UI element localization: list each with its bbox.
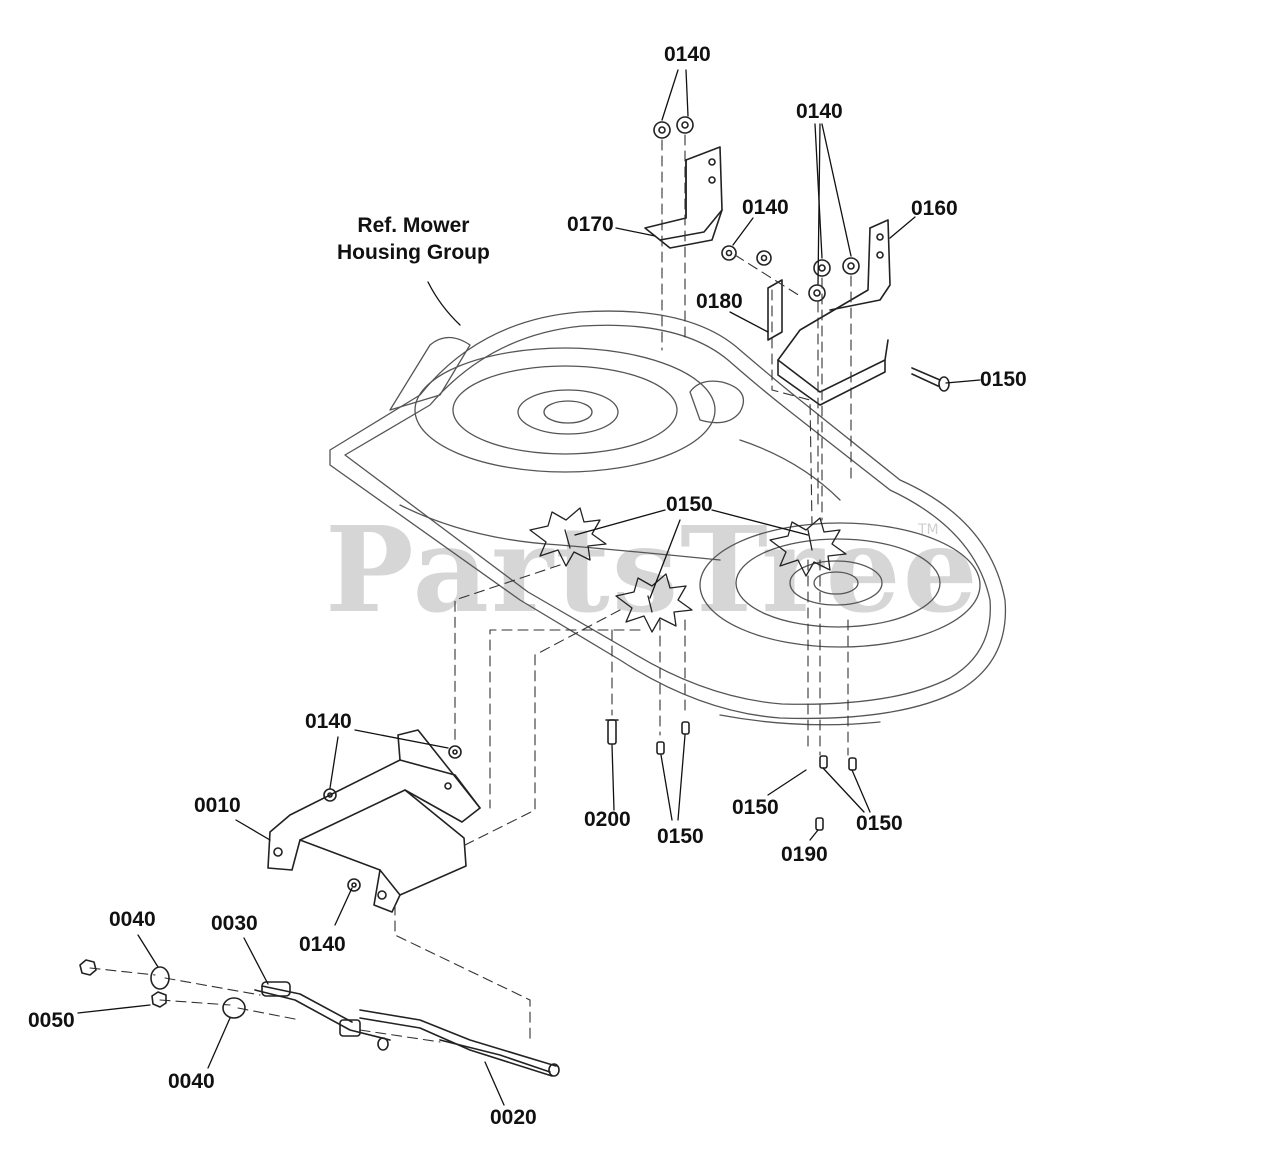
callout-0160: 0160 bbox=[911, 197, 958, 220]
callout-0150-bottom-mid: 0150 bbox=[657, 825, 704, 848]
callout-0140-mid: 0140 bbox=[742, 196, 789, 219]
callout-0030: 0030 bbox=[211, 912, 258, 935]
bracket-0160 bbox=[777, 219, 891, 406]
callout-0180: 0180 bbox=[696, 290, 743, 313]
assembly-dashed-lines bbox=[89, 134, 852, 1043]
linkage-parts bbox=[79, 959, 560, 1077]
bottom-bolts bbox=[605, 719, 857, 831]
bracket-0180 bbox=[767, 279, 783, 341]
callout-0150-right: 0150 bbox=[980, 368, 1027, 391]
callout-0170: 0170 bbox=[567, 213, 614, 236]
bracket-0170 bbox=[644, 146, 723, 249]
callout-0040-bottom: 0040 bbox=[168, 1070, 215, 1093]
reference-label-line2: Housing Group bbox=[337, 241, 490, 265]
reference-label-line1: Ref. Mower bbox=[357, 214, 470, 237]
callout-0020: 0020 bbox=[490, 1106, 537, 1129]
callout-0140-right: 0140 bbox=[796, 100, 843, 123]
watermark-trademark: TM bbox=[918, 522, 939, 538]
callout-0190: 0190 bbox=[781, 843, 828, 866]
callout-0140-bracket: 0140 bbox=[305, 710, 352, 733]
callout-0140-lower: 0140 bbox=[299, 933, 346, 956]
nuts bbox=[323, 116, 860, 892]
callout-0050: 0050 bbox=[28, 1009, 75, 1032]
bolt-0150-right bbox=[911, 367, 950, 392]
callout-0010: 0010 bbox=[194, 794, 241, 817]
callout-0150-bottom-right: 0150 bbox=[856, 812, 903, 835]
leader-lines bbox=[77, 69, 981, 1106]
bolt-starbursts bbox=[529, 507, 847, 633]
callout-0150-center: 0150 bbox=[666, 493, 713, 516]
bracket-0010 bbox=[267, 729, 481, 913]
callout-0150-bottom-left: 0150 bbox=[732, 796, 779, 819]
watermark: PartsTree bbox=[325, 500, 980, 639]
callout-0200: 0200 bbox=[584, 808, 631, 831]
reference-label: Ref. Mower Housing Group bbox=[337, 212, 490, 267]
callout-0040-top: 0040 bbox=[109, 908, 156, 931]
mower-housing bbox=[329, 310, 1007, 726]
callout-0140-top: 0140 bbox=[664, 43, 711, 66]
